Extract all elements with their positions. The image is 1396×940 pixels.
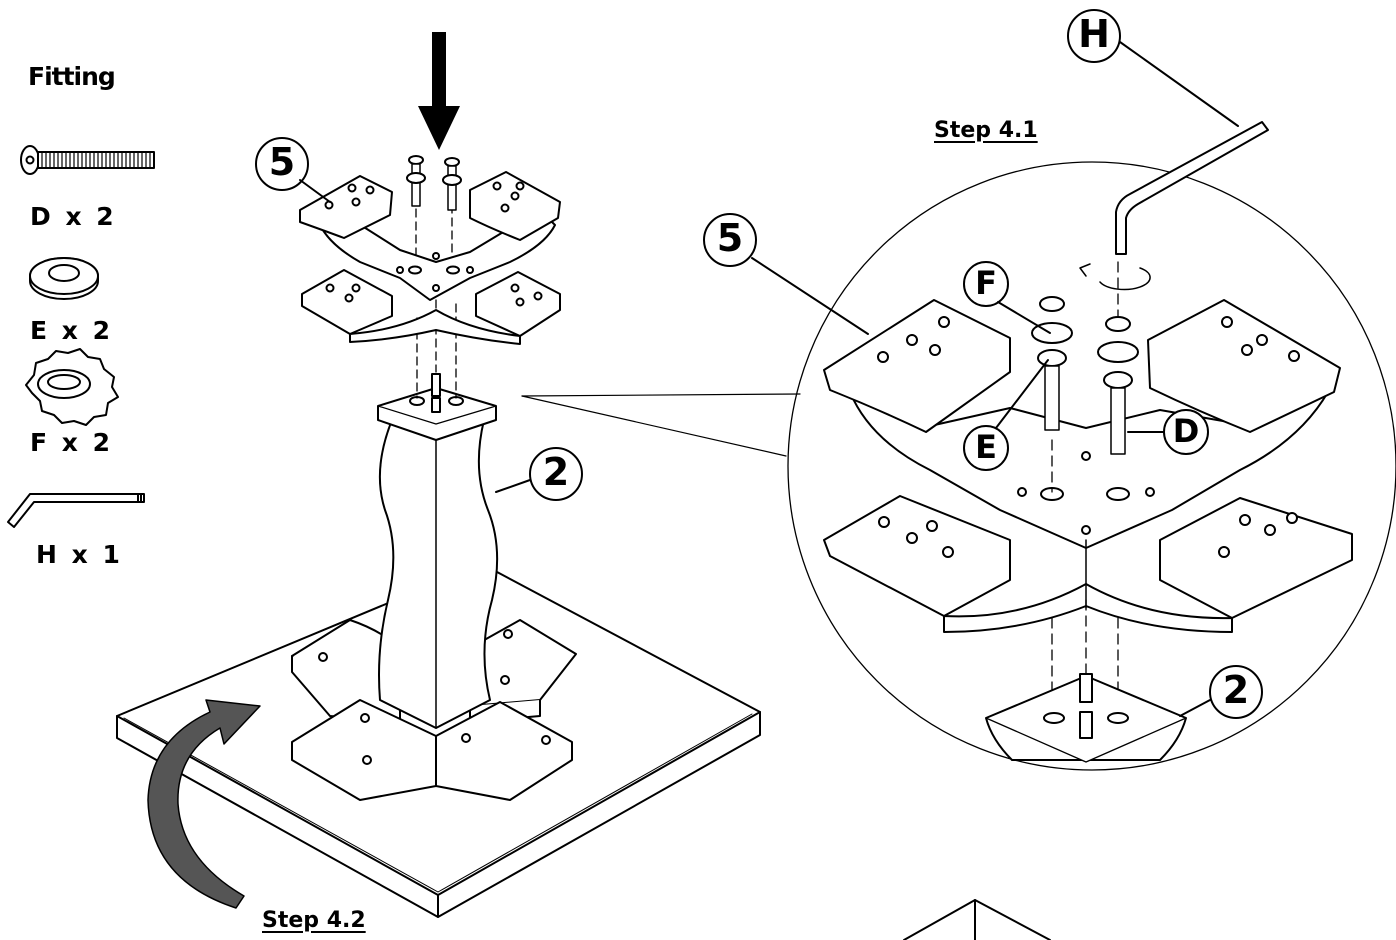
washer-icon bbox=[29, 257, 99, 300]
detail-top-piece bbox=[823, 299, 1353, 633]
detail-allen-key bbox=[1079, 121, 1269, 291]
callout-main-5: 5 bbox=[268, 140, 296, 184]
callout-detail-e: E bbox=[975, 428, 997, 466]
detail-callout-circles bbox=[703, 9, 1263, 719]
next-step-preview bbox=[903, 899, 1051, 940]
fitting-label-h: H x 1 bbox=[36, 540, 123, 569]
allen-key-icon bbox=[7, 493, 145, 528]
callout-circles-main bbox=[255, 137, 583, 501]
detail-bolts bbox=[1031, 296, 1139, 455]
bolt-stack-main bbox=[406, 155, 462, 211]
step-4-1-label: Step 4.1 bbox=[934, 118, 1038, 143]
lock-washer-icon bbox=[25, 348, 119, 426]
zoom-leader-lines bbox=[521, 393, 801, 457]
bolt-icon bbox=[20, 145, 155, 175]
callout-detail-h: H bbox=[1078, 12, 1110, 56]
callout-detail-5: 5 bbox=[716, 216, 744, 260]
fitting-label-e: E x 2 bbox=[30, 316, 114, 345]
detail-column-top bbox=[985, 673, 1187, 763]
callout-detail-f: F bbox=[975, 264, 997, 302]
down-arrow-icon bbox=[418, 32, 460, 150]
callout-detail-2: 2 bbox=[1222, 668, 1250, 712]
detail-circle bbox=[787, 161, 1396, 771]
fitting-title: Fitting bbox=[28, 62, 116, 91]
rotate-arrow-icon bbox=[147, 699, 261, 909]
callout-detail-d: D bbox=[1172, 412, 1200, 450]
base-plate bbox=[116, 563, 761, 918]
step-4-2-label: Step 4.2 bbox=[262, 908, 366, 933]
base-feet bbox=[291, 619, 577, 801]
column bbox=[377, 373, 499, 729]
callout-main-2: 2 bbox=[542, 450, 570, 494]
top-piece bbox=[299, 171, 561, 345]
fitting-label-f: F x 2 bbox=[30, 428, 114, 457]
fitting-label-d: D x 2 bbox=[30, 202, 117, 231]
